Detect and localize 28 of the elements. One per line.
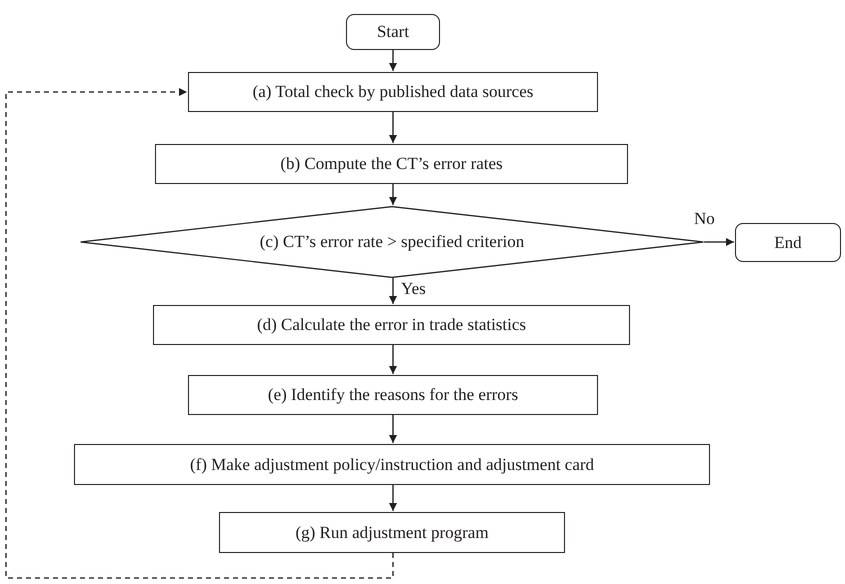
process-box <box>188 375 598 415</box>
arrow <box>704 238 734 246</box>
node-text: Start <box>376 21 410 43</box>
arrow <box>389 485 397 511</box>
edge-label: Yes <box>401 280 426 297</box>
node-text: (b) Compute the CT’s error rates <box>280 153 503 175</box>
end-terminal <box>735 223 841 262</box>
edge-label: No <box>694 210 715 227</box>
process-box <box>153 305 630 345</box>
process-box <box>188 72 598 112</box>
process-box <box>155 144 628 184</box>
process-box <box>74 444 710 485</box>
node-text: (e) Identify the reasons for the errors <box>268 384 518 406</box>
dashed-arrow <box>5 88 394 579</box>
arrow <box>389 112 397 143</box>
arrow <box>389 50 397 71</box>
node-text: (g) Run adjustment program <box>295 522 489 544</box>
node-text: End <box>774 232 802 254</box>
node-text: (c) CT’s error rate > specified criterion <box>260 231 524 253</box>
node-text: (a) Total check by published data sources <box>252 81 534 103</box>
start-terminal <box>346 14 440 50</box>
process-box <box>219 512 565 553</box>
arrow <box>389 345 397 374</box>
arrow <box>389 415 397 443</box>
node-text: (d) Calculate the error in trade statistics <box>256 314 526 336</box>
node-text: (f) Make adjustment policy/instruction and adjustment card <box>190 454 594 476</box>
arrow <box>389 278 397 304</box>
arrow <box>389 184 397 205</box>
